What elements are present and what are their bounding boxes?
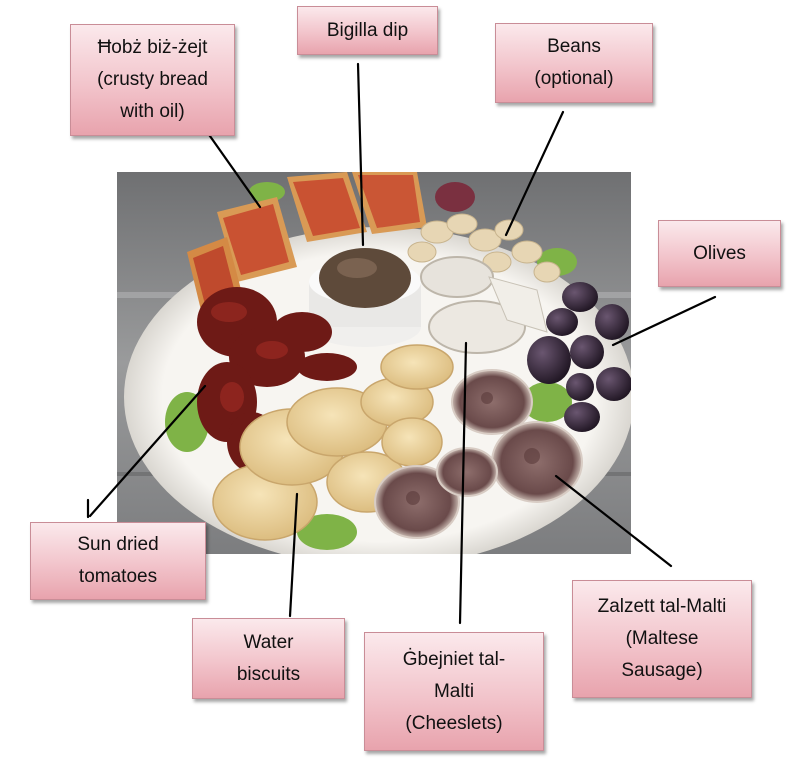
arrow-zalzett bbox=[554, 474, 673, 568]
arrow-hobz bbox=[203, 127, 262, 209]
label-water-line-1: Water bbox=[243, 631, 294, 653]
label-gbejniet-line-1: Ġbejniet tal- bbox=[402, 648, 506, 670]
label-beans-line-2: (optional) bbox=[534, 68, 614, 89]
platter-photo bbox=[117, 172, 631, 554]
label-hobz: Ħobż biż-żejt (crusty bread with oil) bbox=[70, 24, 235, 136]
arrow-sundried bbox=[88, 384, 207, 518]
arrow-gbejniet bbox=[458, 341, 468, 625]
label-bigilla: Bigilla dip bbox=[297, 6, 438, 55]
label-zalzett-line-3: Sausage) bbox=[621, 660, 703, 681]
label-hobz-line-2: (crusty bread bbox=[97, 69, 208, 90]
label-sundried: Sun dried tomatoes bbox=[30, 522, 206, 600]
label-zalzett: Zalzett tal-Malti (Maltese Sausage) bbox=[572, 580, 752, 698]
label-beans: Beans (optional) bbox=[495, 23, 653, 103]
label-olives-line-1: Olives bbox=[693, 242, 746, 264]
arrow-water bbox=[288, 492, 299, 618]
label-zalzett-line-1: Zalzett tal-Malti bbox=[597, 596, 727, 617]
arrow-olives bbox=[611, 295, 717, 347]
olives bbox=[527, 282, 631, 432]
label-gbejniet: Ġbejniet tal- Malti (Cheeslets) bbox=[364, 632, 544, 751]
label-hobz-line-3: with oil) bbox=[120, 101, 185, 122]
label-gbejniet-line-3: (Cheeslets) bbox=[405, 712, 503, 734]
label-zalzett-line-2: (Maltese bbox=[625, 628, 699, 649]
label-water-line-2: biscuits bbox=[236, 663, 301, 685]
arrow-bigilla bbox=[356, 62, 365, 247]
label-sundried-line-2: tomatoes bbox=[78, 566, 158, 587]
cheeselets bbox=[420, 256, 548, 354]
label-gbejniet-line-2: Malti bbox=[433, 680, 475, 702]
arrow-beans bbox=[504, 110, 565, 237]
label-olives: Olives bbox=[658, 220, 781, 287]
label-bigilla-line-1: Bigilla dip bbox=[326, 19, 409, 41]
label-water: Water biscuits bbox=[192, 618, 345, 699]
label-sundried-line-1: Sun dried bbox=[77, 534, 159, 555]
bread-slices bbox=[187, 172, 427, 327]
bigilla-ramekin bbox=[309, 248, 421, 347]
label-beans-line-1: Beans bbox=[547, 36, 601, 57]
label-hobz-line-1: Ħobż biż-żejt bbox=[97, 37, 208, 58]
